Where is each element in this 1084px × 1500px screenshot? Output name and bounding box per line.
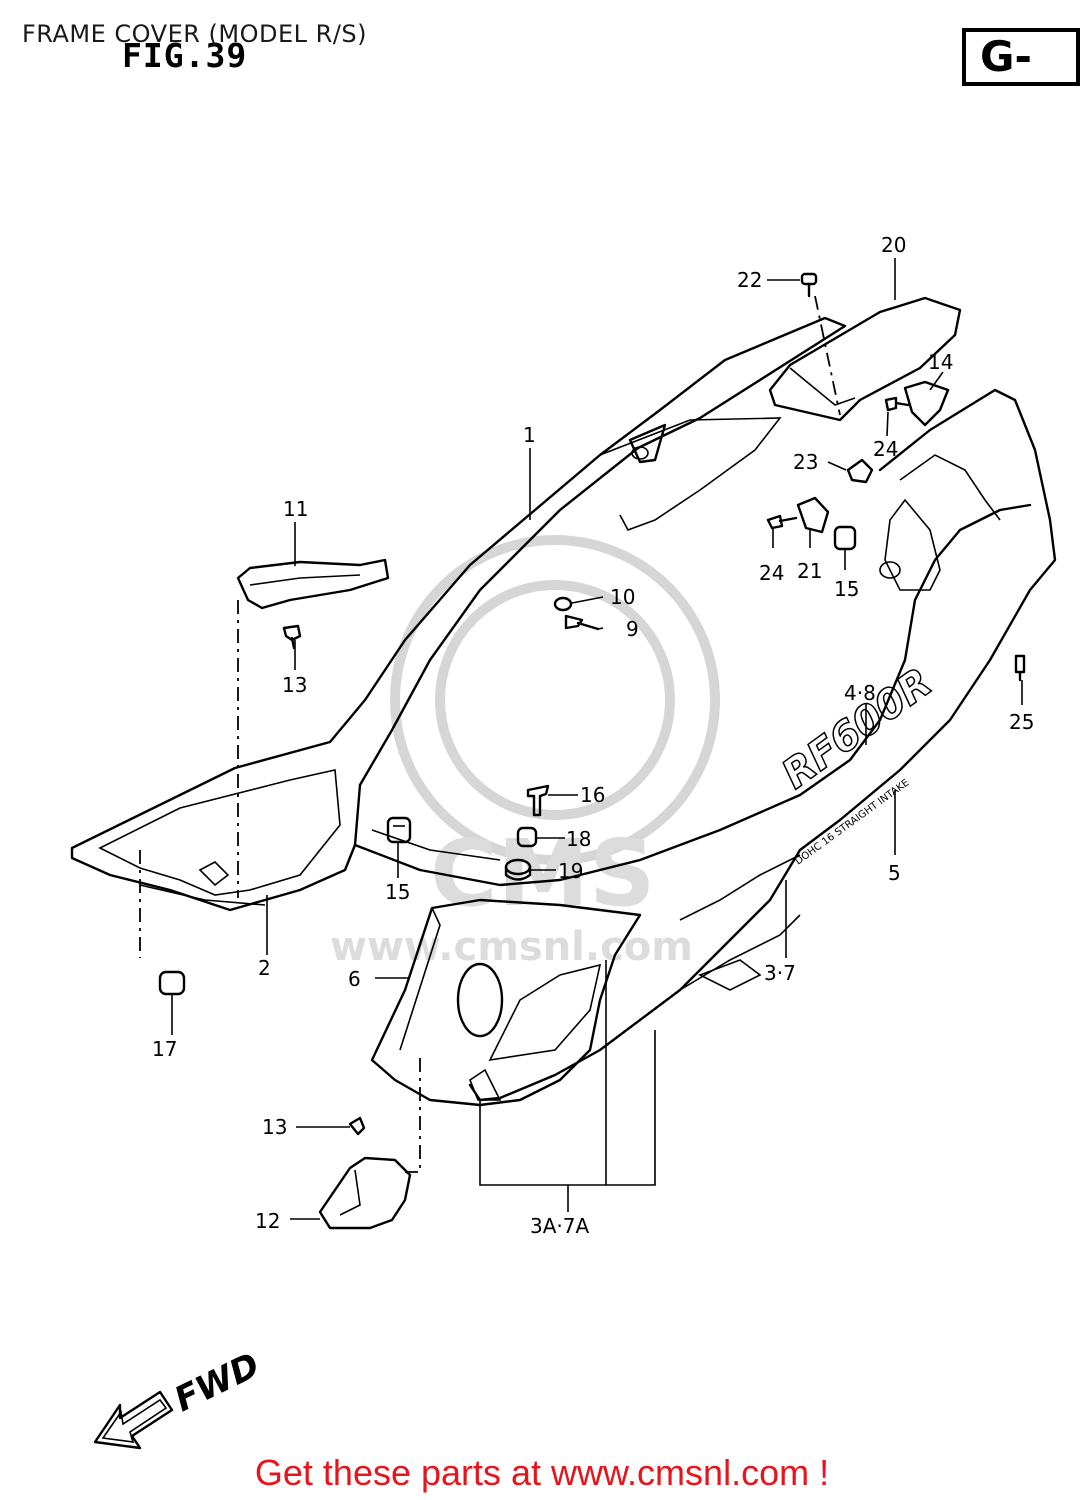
- callout-6: 6: [348, 967, 361, 991]
- part-1-frame-cover-body: [70, 316, 1032, 912]
- callout-12: 12: [255, 1209, 280, 1233]
- part-23-clip: [846, 458, 874, 484]
- watermark-url: www.cmsnl.com: [330, 924, 693, 970]
- part-14-bracket: [903, 380, 950, 427]
- callout-24-mid: 24: [759, 561, 784, 585]
- figure-label: FIG.39: [122, 36, 248, 75]
- callout-3a-7a: 3A·7A: [530, 1214, 589, 1238]
- callout-2: 2: [258, 956, 271, 980]
- watermark-logo: CMS www.cmsnl.com: [330, 535, 720, 970]
- part-13-screw-upper: [282, 624, 302, 650]
- part-13-screw-lower: [348, 1116, 366, 1136]
- part-grommet-15-front: [386, 816, 412, 844]
- part-5-side-cover: [468, 388, 1057, 1102]
- callout-15-rear: 15: [834, 577, 859, 601]
- leader-lines: [171, 258, 1023, 1220]
- callout-5: 5: [888, 861, 901, 885]
- part-9-screw: [564, 614, 600, 631]
- assembly-dash-lines: [139, 295, 841, 1173]
- part-11-cover: [236, 558, 390, 610]
- part-19-spacer: [504, 858, 532, 881]
- watermark-cms: CMS: [430, 820, 655, 927]
- callout-numbers: 1 2 3·7 3A·7A 4·8 5 6 9 10 11 12 13 13 1…: [152, 233, 1034, 1238]
- part-grommet-17: [158, 970, 186, 996]
- callout-13-upper: 13: [282, 673, 307, 697]
- callout-17: 17: [152, 1037, 177, 1061]
- callout-25: 25: [1009, 710, 1034, 734]
- callout-4-8: 4·8: [844, 681, 876, 705]
- callout-19: 19: [558, 859, 583, 883]
- part-20-tail-cover: [768, 296, 962, 422]
- section-code-box: G-: [962, 28, 1080, 86]
- part-6-front-side-cover: [370, 898, 642, 1107]
- callout-14: 14: [928, 350, 953, 374]
- decal-lower-text: DOHC 16 STRAIGHT INTAKE: [793, 777, 911, 867]
- callout-24-top: 24: [873, 437, 898, 461]
- callout-20: 20: [881, 233, 906, 257]
- callout-3-7: 3·7: [764, 961, 796, 985]
- callout-13-lower: 13: [262, 1115, 287, 1139]
- callout-11: 11: [283, 497, 308, 521]
- callout-16: 16: [580, 783, 605, 807]
- part-16-pin: [526, 784, 550, 817]
- part-25-bolt: [1014, 654, 1026, 682]
- callout-15-front: 15: [385, 880, 410, 904]
- callout-23: 23: [793, 450, 818, 474]
- callout-1: 1: [523, 423, 536, 447]
- part-22-bolt: [800, 272, 818, 298]
- callout-10: 10: [610, 585, 635, 609]
- part-24-screw-top: [884, 396, 910, 412]
- part-18-collar: [516, 826, 538, 848]
- fwd-arrow-icon: FWD: [93, 1345, 266, 1450]
- callout-9: 9: [626, 617, 639, 641]
- callout-22: 22: [737, 268, 762, 292]
- part-24-screw-mid: [766, 514, 798, 530]
- footer-link[interactable]: Get these parts at www.cmsnl.com !: [254, 1452, 830, 1493]
- part-21-bracket: [796, 496, 830, 534]
- part-12-bracket: [318, 1156, 412, 1230]
- page-title: FRAME COVER (MODEL R/S): [22, 20, 368, 48]
- callout-21: 21: [797, 559, 822, 583]
- part-10-washer: [553, 596, 573, 612]
- callout-18: 18: [566, 827, 591, 851]
- part-grommet-15-rear: [833, 525, 857, 551]
- fwd-label: FWD: [168, 1345, 265, 1420]
